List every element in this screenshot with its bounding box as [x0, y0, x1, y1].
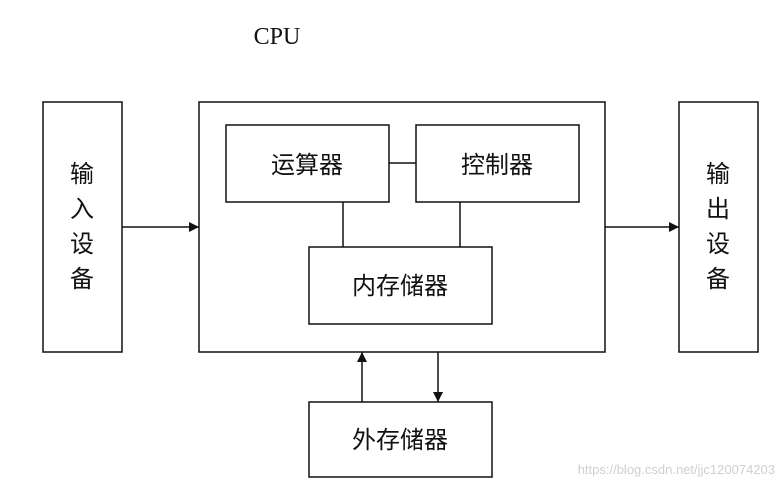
input-device-char-4: 备 [70, 265, 94, 293]
input-device-char-3: 设 [70, 230, 94, 258]
cpu-title: CPU [254, 24, 301, 50]
alu-box [225, 124, 390, 203]
control-unit-box [415, 124, 580, 203]
output-device-char-3: 设 [706, 230, 730, 258]
alu-label: 运算器 [271, 151, 343, 179]
input-device-char-1: 输 [70, 160, 94, 188]
external-memory-box [308, 401, 493, 478]
output-device-box [678, 101, 759, 353]
output-device-char-2: 出 [706, 195, 730, 223]
output-device-label: 输 出 设 备 [706, 160, 730, 293]
external-memory-label: 外存储器 [352, 426, 448, 454]
control-unit-label: 控制器 [461, 151, 533, 179]
internal-memory-box [308, 246, 493, 325]
input-device-box [42, 101, 123, 353]
internal-memory-label: 内存储器 [352, 272, 448, 300]
output-device-char-4: 备 [706, 265, 730, 293]
input-device-char-2: 入 [70, 195, 94, 223]
watermark-text: https://blog.csdn.net/jjc120074203 [578, 462, 775, 477]
input-device-label: 输 入 设 备 [70, 160, 94, 293]
output-device-char-1: 输 [706, 160, 730, 188]
